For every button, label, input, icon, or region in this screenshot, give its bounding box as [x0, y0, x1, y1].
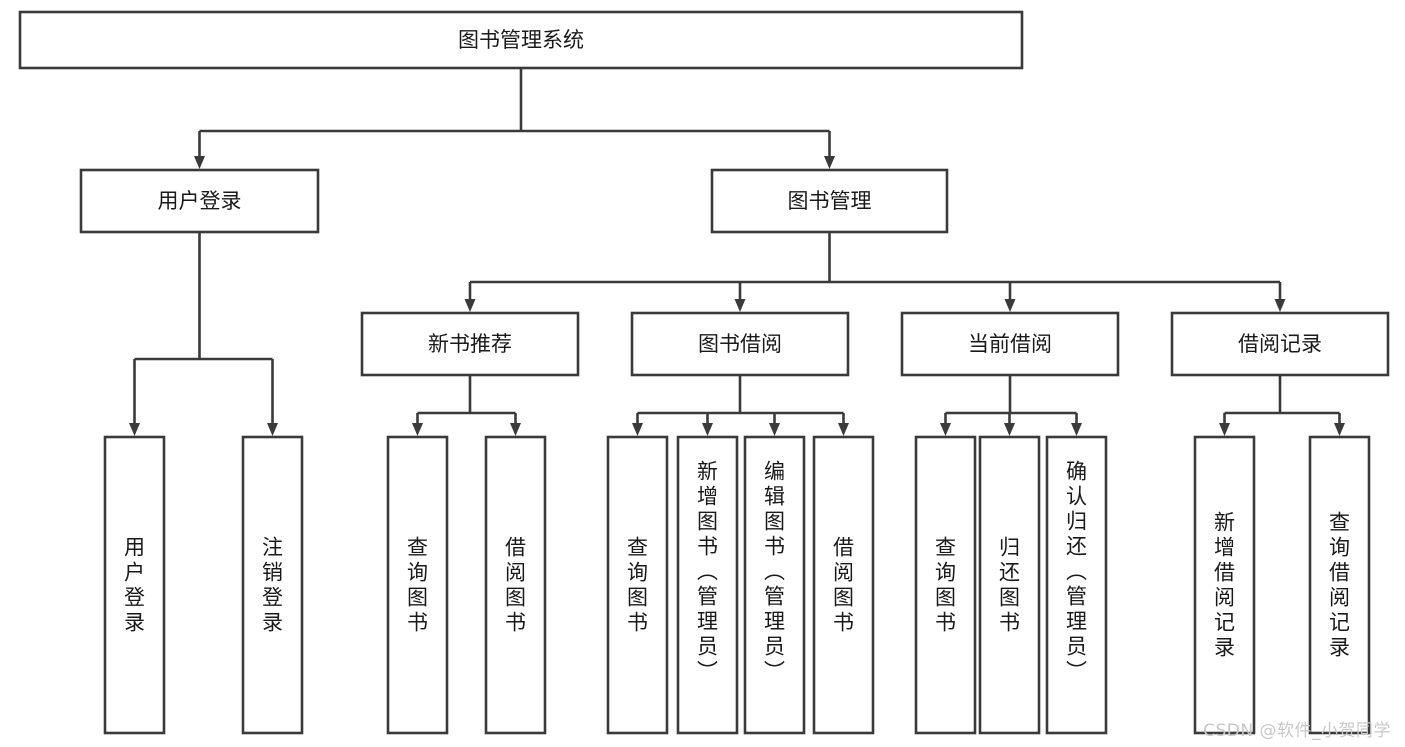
node-label: 新增借阅记录	[1214, 511, 1235, 660]
node-current[interactable]: 当前借阅	[900, 311, 1120, 377]
node-login[interactable]: 用户登录	[79, 168, 320, 234]
node-box	[18, 10, 1024, 70]
node-leaf-current-query[interactable]: 查询图书	[914, 435, 977, 735]
node-box	[1193, 435, 1256, 735]
node-leaf-user-login[interactable]: 用户登录	[103, 435, 166, 735]
watermark-label: CSDN @软件_小贺同学	[1203, 721, 1391, 741]
node-borrow[interactable]: 图书借阅	[630, 311, 850, 377]
node-layer: 图书管理系统用户登录图书管理新书推荐图书借阅当前借阅借阅记录用户登录注销登录查询…	[18, 10, 1390, 735]
node-leaf-current-confirm[interactable]: 确认归还︵管理员︶	[1045, 435, 1108, 735]
node-label: 图书管理系统	[458, 28, 584, 52]
node-box	[103, 435, 166, 735]
node-box	[676, 435, 739, 735]
node-leaf-newbook-borrow[interactable]: 借阅图书	[484, 435, 547, 735]
connector-layer	[129, 68, 1345, 436]
node-leaf-user-logout[interactable]: 注销登录	[241, 435, 304, 735]
node-box	[241, 435, 304, 735]
node-box	[1045, 435, 1108, 735]
node-box	[710, 168, 949, 234]
node-box	[1308, 435, 1371, 735]
node-box	[630, 311, 850, 377]
node-label: 注销登录	[262, 536, 283, 635]
node-leaf-newbook-query[interactable]: 查询图书	[386, 435, 449, 735]
node-label: 归还图书	[999, 536, 1020, 635]
node-leaf-borrow-lend[interactable]: 借阅图书	[812, 435, 875, 735]
node-leaf-borrow-add[interactable]: 新增图书︵管理员︶	[676, 435, 739, 735]
node-records[interactable]: 借阅记录	[1170, 311, 1390, 377]
node-leaf-current-return[interactable]: 归还图书	[978, 435, 1041, 735]
node-label: 编辑图书︵管理员︶	[764, 460, 785, 684]
node-box	[79, 168, 320, 234]
node-label: 查询图书	[407, 536, 428, 635]
node-label: 借阅图书	[833, 536, 854, 635]
node-box	[900, 311, 1120, 377]
node-leaf-borrow-edit[interactable]: 编辑图书︵管理员︶	[743, 435, 806, 735]
node-label: 新书推荐	[428, 332, 512, 356]
node-label: 借阅图书	[505, 536, 526, 635]
node-box	[360, 311, 580, 377]
node-label: 查询图书	[935, 536, 956, 635]
node-label: 用户登录	[158, 189, 242, 213]
node-label: 查询图书	[627, 536, 648, 635]
node-label: 当前借阅	[968, 332, 1052, 356]
node-leaf-records-query[interactable]: 查询借阅记录	[1308, 435, 1371, 735]
node-label: 查询借阅记录	[1329, 511, 1350, 660]
node-label: 新增图书︵管理员︶	[697, 460, 718, 684]
node-box	[914, 435, 977, 735]
node-box	[1170, 311, 1390, 377]
node-label: 图书借阅	[698, 332, 782, 356]
node-root[interactable]: 图书管理系统	[18, 10, 1024, 70]
node-box	[606, 435, 669, 735]
node-label: 确认归还︵管理员︶	[1066, 460, 1087, 684]
node-label: 图书管理	[788, 189, 872, 213]
node-newbook[interactable]: 新书推荐	[360, 311, 580, 377]
node-box	[743, 435, 806, 735]
node-leaf-records-add[interactable]: 新增借阅记录	[1193, 435, 1256, 735]
node-bookmgmt[interactable]: 图书管理	[710, 168, 949, 234]
node-label: 借阅记录	[1238, 332, 1322, 356]
node-box	[386, 435, 449, 735]
node-box	[812, 435, 875, 735]
node-label: 用户登录	[124, 536, 145, 635]
node-box	[978, 435, 1041, 735]
node-leaf-borrow-query[interactable]: 查询图书	[606, 435, 669, 735]
node-box	[484, 435, 547, 735]
